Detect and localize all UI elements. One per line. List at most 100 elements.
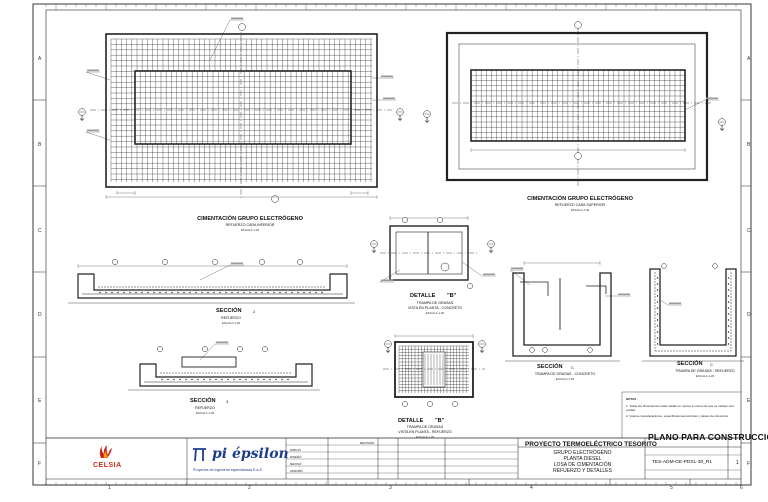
slab-inner-line <box>458 43 696 170</box>
rebar-dot <box>219 291 221 294</box>
rebar-dot <box>315 291 317 294</box>
rebar-dot <box>147 291 149 294</box>
rebar-dot <box>257 378 259 381</box>
mark-callout <box>661 263 667 269</box>
section-arrow <box>79 115 85 122</box>
row-label-c-right: C <box>747 228 751 234</box>
rebar-dot <box>273 291 275 294</box>
rebar-dot <box>135 291 137 294</box>
mark-callout <box>162 259 168 265</box>
mark-callout <box>238 23 246 31</box>
rebar-dot <box>727 295 730 297</box>
rebar-dot <box>243 291 245 294</box>
rebar-dot <box>249 291 251 294</box>
col-label-6: 6 <box>740 485 743 491</box>
note-text-mark <box>231 17 243 20</box>
row-label-c: C <box>38 228 42 234</box>
rebar-dot <box>159 291 161 294</box>
client-logo-icon <box>99 445 112 458</box>
pi-symbol-icon <box>193 448 206 462</box>
mark-callout <box>157 346 163 352</box>
rebar-dot <box>165 291 167 294</box>
flame-inner <box>103 451 108 458</box>
drawing-number: TES-ADM-GE-PDSL-30_R1 <box>652 460 712 465</box>
slab-outline <box>105 33 378 188</box>
mark-callout <box>259 259 265 265</box>
rebar-dot <box>221 378 223 381</box>
rebar-dot <box>171 291 173 294</box>
rebar-dot <box>727 325 730 327</box>
section-arrow <box>424 117 430 124</box>
role-4: APROBÓ <box>290 469 303 473</box>
view-scale-seccion-3: ESCALA 1:20 <box>195 411 215 415</box>
note-text-mark <box>706 97 718 100</box>
view-title-cim-superior: CIMENTACIÓN GRUPO ELECTRÓGENO <box>527 196 633 202</box>
rebar-dot <box>291 291 293 294</box>
view-subtitle-detalle-b1: TRAMPA DE GRASAS <box>416 301 454 305</box>
slab-outline <box>445 31 709 182</box>
mark-callout <box>427 401 433 407</box>
rebar-dot <box>209 378 211 381</box>
row-label-f: F <box>38 461 42 467</box>
concrete-profile <box>77 273 348 299</box>
note-text-mark <box>381 279 393 282</box>
view-detalle-b2 <box>383 334 486 407</box>
note-text-mark <box>381 75 393 78</box>
project-title: PROYECTO TERMOELÉCTRICO TESORITO <box>525 441 657 448</box>
note-1: 1. Todas las dimensiones están dadas en … <box>626 404 734 412</box>
rebar-dot <box>656 307 659 309</box>
pedestal-mesh <box>134 70 351 144</box>
row-label-e: E <box>38 398 42 404</box>
note-text-mark <box>87 69 99 72</box>
rebar-dot <box>197 378 199 381</box>
section-num-c1: C <box>571 365 574 370</box>
rebar-dot <box>179 378 181 381</box>
mark-callout <box>529 347 535 353</box>
col-label-1: 1 <box>108 485 111 491</box>
rebar-dot <box>281 378 283 381</box>
rebar-dot <box>161 378 163 381</box>
rebar-dot <box>727 289 730 291</box>
rebar-dot <box>727 313 730 315</box>
rebar-dot <box>727 307 730 309</box>
view-subtitle-seccion-c2: TRAMPA DE GRASAS - REFUERZO <box>675 369 735 373</box>
drawing-title-4: REFUERZO Y DETALLES <box>553 468 612 474</box>
rebar-dot <box>255 291 257 294</box>
rebar-dot <box>267 291 269 294</box>
rebar-dot <box>237 291 239 294</box>
mark-callout <box>452 401 458 407</box>
section-num-3: 3 <box>226 399 229 404</box>
view-cim-superior <box>423 21 726 186</box>
role-2: DISEÑÓ <box>290 455 302 459</box>
pedestal-edge <box>134 70 352 145</box>
view-title-detalle-b2: DETALLE <box>398 418 424 424</box>
view-title-seccion-3: SECCIÓN <box>190 398 216 404</box>
view-detalle-b1 <box>370 216 496 289</box>
leader-line <box>209 19 231 61</box>
rebar-dot <box>227 378 229 381</box>
rebar-dot <box>117 291 119 294</box>
rebar-dot <box>656 343 659 345</box>
col-label-2: 2 <box>248 485 251 491</box>
rebar-dot <box>173 378 175 381</box>
sheet-frame <box>32 3 752 486</box>
drawing-title-1: GRUPO ELECTRÓGENO <box>553 450 612 456</box>
mark-callout <box>574 152 582 160</box>
view-tag-detalle-b2: "B" <box>435 418 445 424</box>
mark-callout <box>542 347 548 353</box>
section-arrow <box>385 347 391 354</box>
trap-outline <box>394 341 474 398</box>
rebar-dot <box>656 295 659 297</box>
rebar-dot <box>225 291 227 294</box>
note-text-mark <box>87 129 99 132</box>
pedestal-outline <box>134 70 352 145</box>
trap-section <box>649 268 737 357</box>
view-title-seccion-c2: SECCIÓN <box>677 361 703 367</box>
rebar-dot <box>727 277 730 279</box>
rebar-dot <box>656 325 659 327</box>
mark-callout <box>297 259 303 265</box>
note-text-mark <box>383 97 395 100</box>
section-num-c2: C <box>710 362 713 367</box>
